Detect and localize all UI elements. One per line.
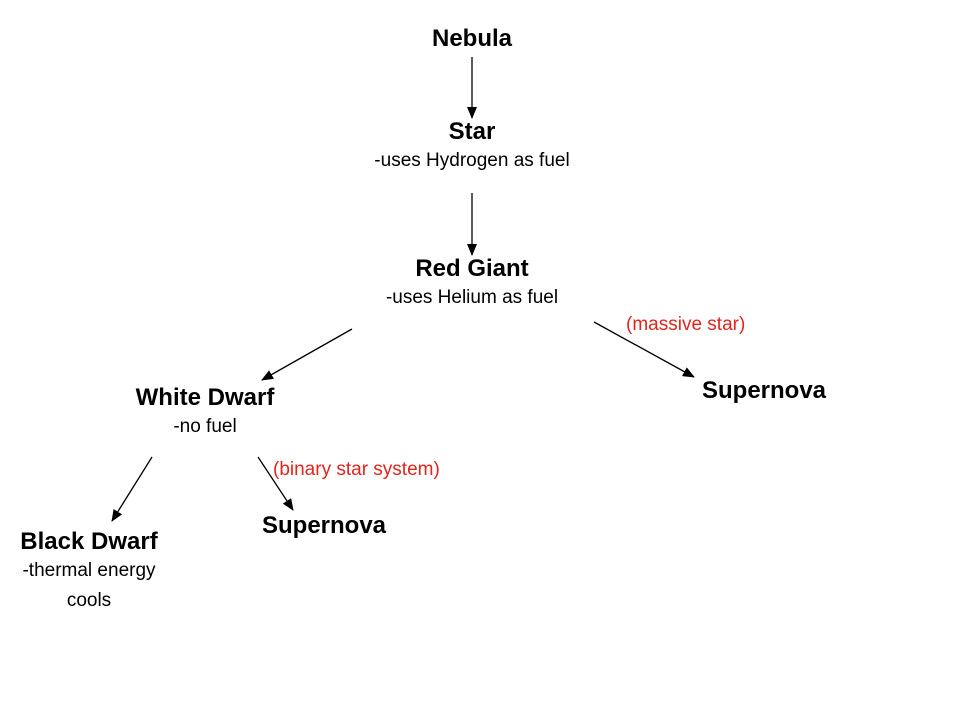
node-red-giant: Red Giant -uses Helium as fuel xyxy=(322,255,622,313)
white-dwarf-description: -no fuel xyxy=(173,416,237,437)
node-nebula: Nebula xyxy=(372,25,572,53)
arrow-red-giant-to-supernova xyxy=(593,321,695,378)
arrow-white-dwarf-to-supernova xyxy=(257,456,294,511)
supernova-massive-title: Supernova xyxy=(701,377,827,404)
star-description: -uses Hydrogen as fuel xyxy=(374,150,570,171)
node-supernova-binary: Supernova xyxy=(224,512,424,540)
node-black-dwarf: Black Dwarf -thermal energy cools xyxy=(0,528,178,616)
condition-massive-star: (massive star) xyxy=(626,314,746,335)
node-white-dwarf: White Dwarf -no fuel xyxy=(105,384,305,442)
supernova-binary-title: Supernova xyxy=(261,512,387,539)
node-supernova-massive: Supernova xyxy=(664,377,864,405)
star-title: Star xyxy=(448,118,496,145)
black-dwarf-title: Black Dwarf xyxy=(20,528,158,555)
condition-binary-star-system: (binary star system) xyxy=(273,459,440,480)
red-giant-title: Red Giant xyxy=(415,255,529,282)
white-dwarf-title: White Dwarf xyxy=(135,384,275,411)
black-dwarf-description-line2: cools xyxy=(66,590,112,611)
black-dwarf-description-line1: -thermal energy xyxy=(22,560,156,581)
arrow-white-dwarf-to-black-dwarf xyxy=(111,456,153,522)
node-star: Star -uses Hydrogen as fuel xyxy=(322,118,622,176)
arrow-red-giant-to-white-dwarf xyxy=(261,328,353,381)
red-giant-description: -uses Helium as fuel xyxy=(385,287,559,308)
nebula-title: Nebula xyxy=(431,25,512,52)
